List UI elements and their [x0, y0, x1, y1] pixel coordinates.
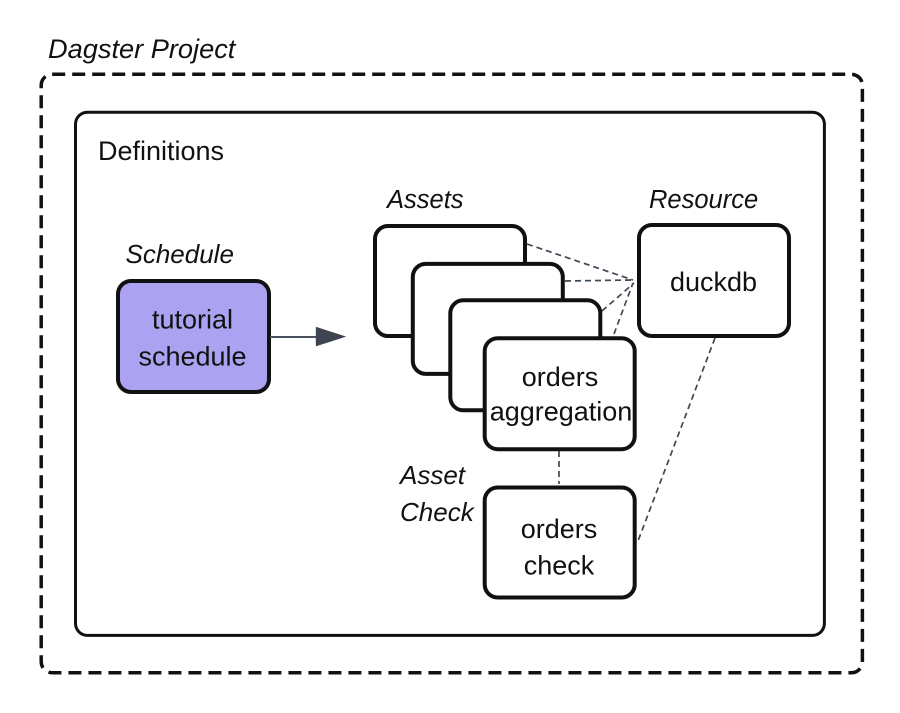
svg-text:aggregation: aggregation — [490, 397, 633, 427]
svg-text:Asset: Asset — [398, 460, 467, 490]
svg-text:Check: Check — [400, 497, 476, 527]
svg-text:duckdb: duckdb — [670, 267, 757, 297]
svg-text:Resource: Resource — [649, 186, 758, 214]
svg-text:check: check — [524, 551, 595, 581]
svg-text:orders: orders — [522, 362, 599, 392]
svg-text:schedule: schedule — [138, 342, 246, 372]
svg-text:Definitions: Definitions — [98, 136, 224, 166]
svg-text:Schedule: Schedule — [126, 239, 234, 269]
svg-text:Dagster Project: Dagster Project — [48, 33, 237, 64]
svg-text:tutorial: tutorial — [152, 305, 233, 335]
svg-text:orders: orders — [521, 514, 598, 544]
svg-text:Assets: Assets — [385, 186, 464, 214]
